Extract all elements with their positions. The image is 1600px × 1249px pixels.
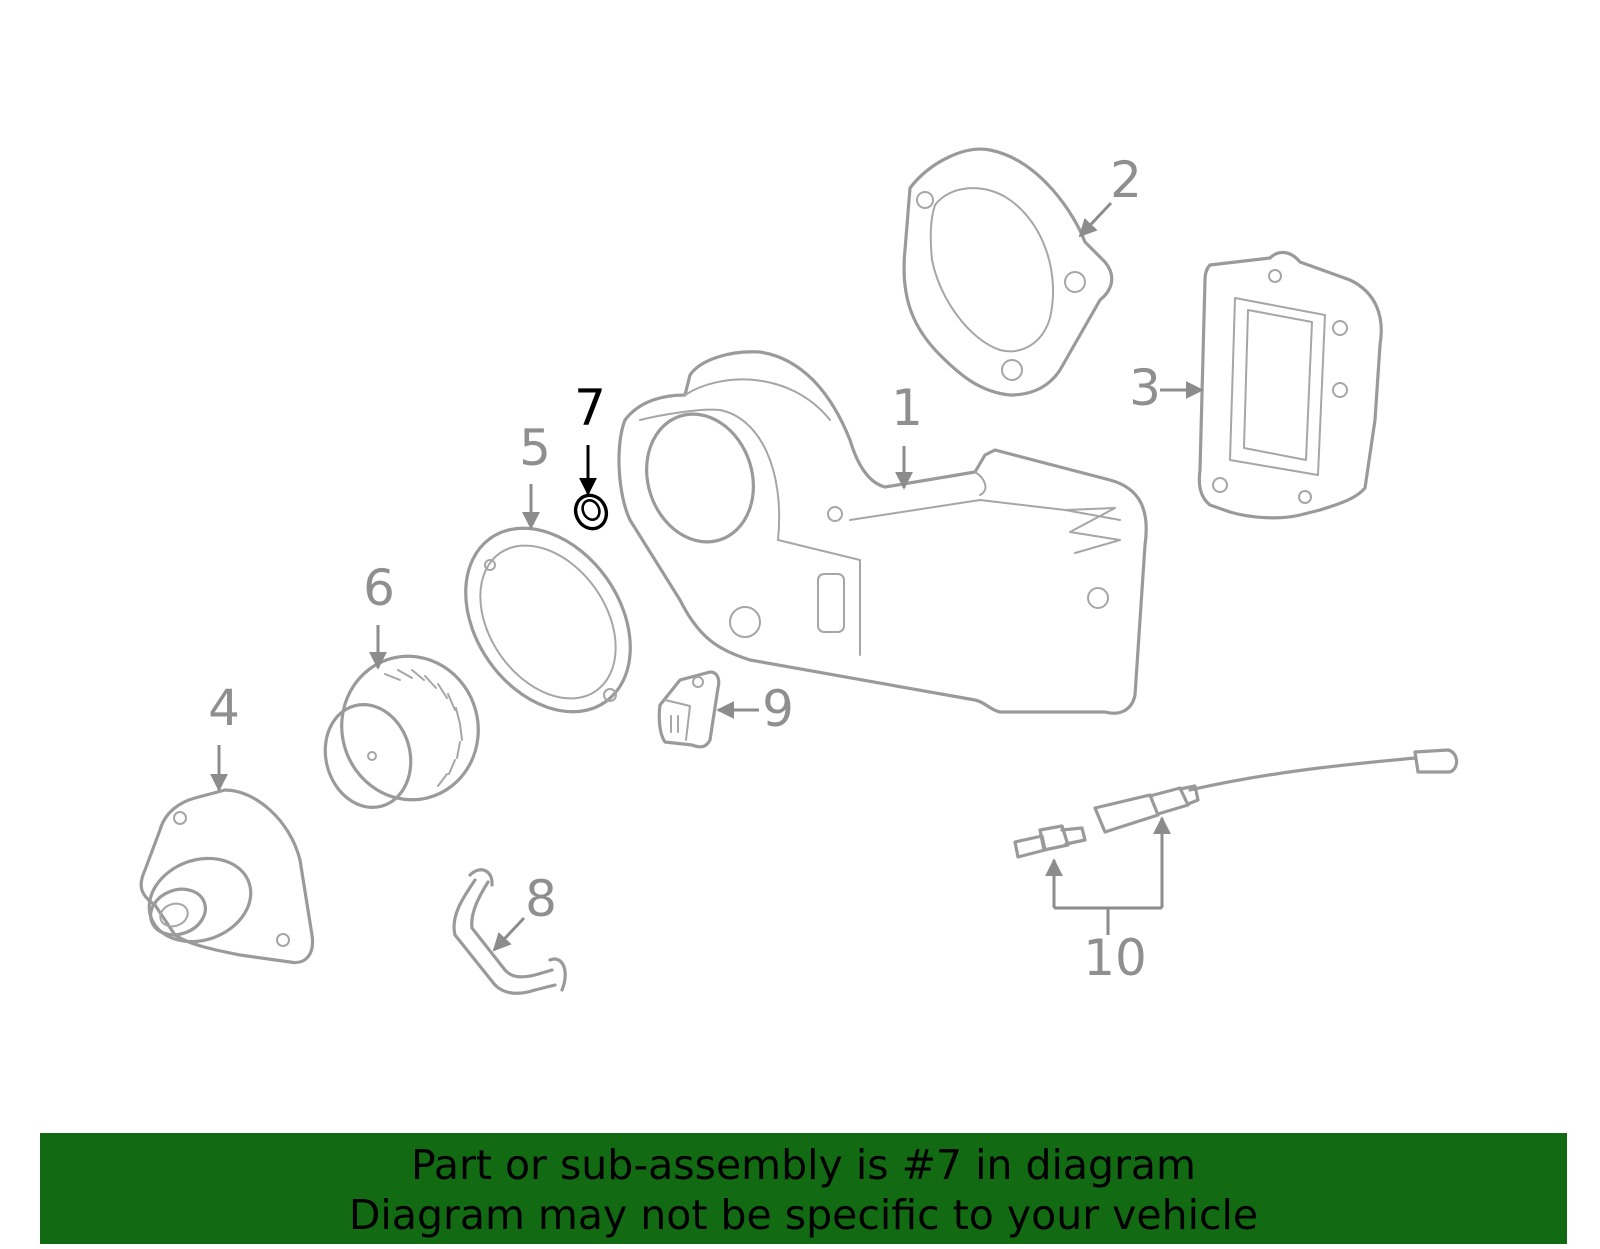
info-banner: Part or sub-assembly is #7 in diagram Di… (40, 1133, 1567, 1244)
part-10-sensor-harness[interactable] (1013, 748, 1459, 859)
callout-4: 4 (208, 679, 240, 737)
part-5-ring-gasket[interactable] (432, 497, 665, 743)
part-2-gasket[interactable] (902, 147, 1114, 397)
leader-10-bracket (1054, 906, 1162, 935)
part-6-fan-wheel[interactable] (314, 641, 494, 817)
callout-5: 5 (519, 419, 551, 477)
callout-9: 9 (762, 680, 794, 738)
callout-10: 10 (1083, 929, 1147, 987)
part-4-blower-motor[interactable] (137, 788, 315, 965)
leader-8 (492, 916, 526, 952)
leader-lines (210, 201, 1204, 952)
part-7-seal-ring[interactable] (570, 490, 612, 533)
part-9-resistor[interactable] (657, 670, 721, 749)
callout-1: 1 (891, 379, 923, 437)
callout-6: 6 (363, 559, 395, 617)
callout-3: 3 (1129, 359, 1161, 417)
part-3-frame[interactable] (1197, 250, 1383, 520)
callout-8: 8 (525, 870, 557, 928)
banner-line-1: Part or sub-assembly is #7 in diagram (411, 1141, 1196, 1189)
leader-2 (1078, 201, 1113, 238)
banner-line-2: Diagram may not be specific to your vehi… (348, 1191, 1259, 1239)
callout-2: 2 (1110, 151, 1142, 209)
part-1-blower-housing[interactable] (617, 350, 1148, 715)
part-8-hose[interactable] (452, 868, 567, 995)
callout-7: 7 (574, 379, 606, 437)
